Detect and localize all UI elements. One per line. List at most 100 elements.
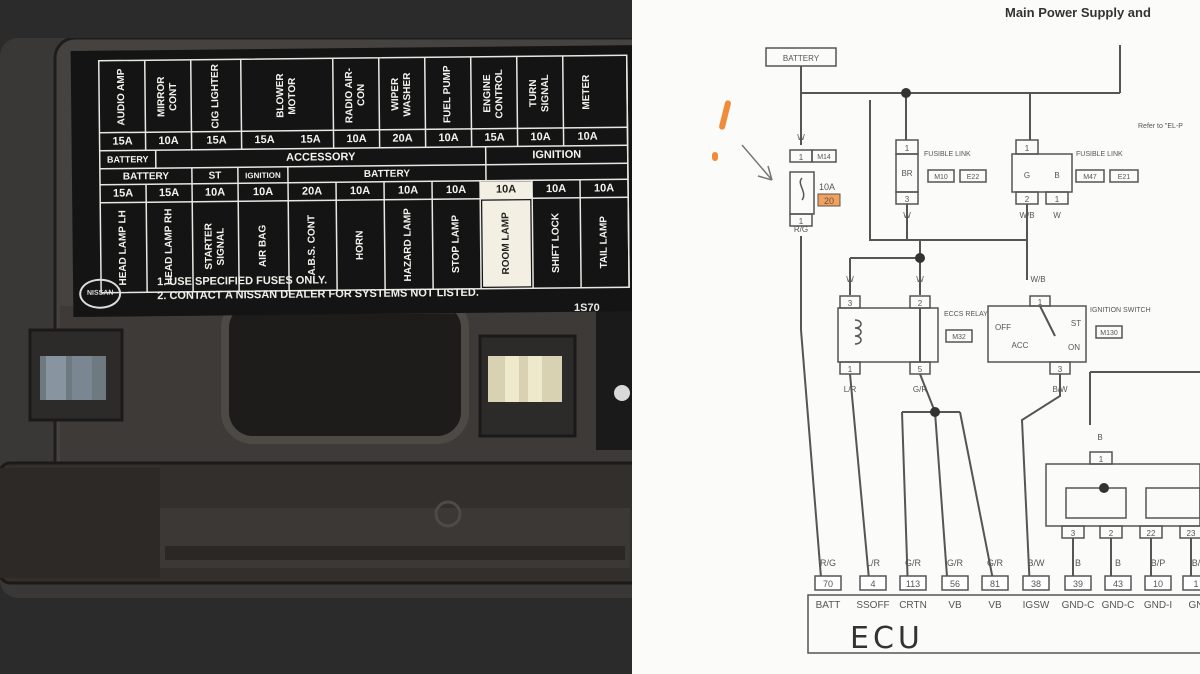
ecu-wire-color: G/R [905,558,922,568]
junction-dot [915,253,925,263]
ecu-terminal: BATT [816,600,841,611]
pin-number: 3 [1071,529,1076,538]
connector-label: M130 [1100,330,1118,337]
ecu-pin-number: 10 [1153,579,1163,589]
ecu-terminal: IGSW [1023,600,1050,611]
wire [901,411,909,591]
eccs-relay [837,307,939,363]
ecu-wire-color: B/ [1192,558,1200,568]
wire-color-label: W [903,211,911,220]
wire-color-label: W/B [1019,211,1034,220]
wire [934,411,949,591]
pin-number: 22 [1147,529,1156,538]
wire-color-label: W/B [1030,275,1045,284]
part-code: 1S70 [574,302,600,314]
ecu-wire-color: B/W [1028,558,1046,568]
ign-position: ON [1068,343,1080,352]
pin-number: 3 [1058,365,1063,374]
junction-dot [930,407,940,417]
ecu-terminal: CRTN [899,600,927,611]
fl2-pin: G [1024,171,1030,180]
fl2-conn-a [1075,169,1105,183]
connector-label: E21 [1118,174,1131,181]
ecu-pin-number: 43 [1113,579,1123,589]
battery-label: BATTERY [783,54,820,63]
ecu-terminal: SSOFF [856,600,889,611]
fuse-amp: 10A [819,182,835,192]
connector-label: E22 [967,174,980,181]
pin-number: 1 [905,144,910,153]
pin-number: 1 [1038,298,1043,307]
ecu-wire-color: B [1075,558,1081,568]
ecu-pin-number: 56 [950,579,960,589]
pin-number: 1 [1099,455,1104,464]
fl1-label: FUSIBLE LINK [924,151,971,158]
relay-conn [945,329,973,343]
wire-color-label: G/R [913,385,927,394]
ecu-pin-box [1064,575,1092,591]
handwritten-ecu: ECU [850,621,924,656]
pin-number: 3 [905,195,910,204]
gnd-pin [1179,525,1200,539]
pen-arrow [741,144,773,181]
pin-number: 1 [799,217,804,226]
ecu-terminal: VB [948,600,962,611]
fuse-symbol [799,177,805,201]
diagram-title: Main Power Supply and [1005,5,1151,20]
ecu-pin-number: 70 [823,579,833,589]
refer-note: Refer to "EL-P [1138,123,1183,130]
orange-pen-dot [712,152,718,161]
ecu-pin-box [1022,575,1050,591]
ign-position: ACC [1012,341,1029,350]
pin-number: 2 [918,299,923,308]
fl2-bot2 [1045,191,1069,205]
wire [800,66,1120,94]
junction-dot [1099,483,1109,493]
fuse-number: 20 [824,196,834,206]
ecu-box [807,594,1200,654]
ecu-pin-box [1144,575,1172,591]
gnd-pin [1099,525,1123,539]
ignition-label: IGNITION SWITCH [1090,307,1151,314]
wire [869,100,1027,241]
relay-pin [839,361,861,375]
gnd-pin [1139,525,1163,539]
relay-coil [854,319,862,345]
fuse-conn-2 [789,213,813,227]
ignition-switch [987,305,1087,363]
wire [800,329,823,591]
fl1-conn-a [927,169,955,183]
pin-number: 1 [799,153,804,162]
ign-position: OFF [995,323,1011,332]
ecu-terminal: GND-C [1102,600,1135,611]
pin-number: 1 [1055,195,1060,204]
ecu-pin-box [859,575,887,591]
ecu-pin-number: 113 [906,579,920,589]
relay-label: ECCS RELAY [944,311,988,318]
ecu-connector-row: R/G70BATTL/R4SSOFFG/R113CRTNG/R56VBG/R81… [807,558,1200,656]
wire [1039,305,1056,337]
fuse-number-box [817,193,841,207]
wire-color-label: L/R [844,385,857,394]
ecu-wire-color: B [1115,558,1121,568]
diagram-components [741,47,1200,539]
connector-label: M10 [934,174,948,181]
relay-pin [909,361,931,375]
battery-box [765,47,837,67]
diagram-wires [800,45,1200,591]
connector-label: M32 [952,334,966,341]
ecu-pin-number: 81 [990,579,1000,589]
wire-color-label: W [916,275,924,284]
fl1-bot [895,191,919,205]
fuse-label-grid [97,54,630,294]
ecu-terminal: GND-I [1144,600,1172,611]
wire [849,373,871,591]
conn-tag [811,149,837,163]
wire-color-label: W [1053,211,1061,220]
ecu-pin-number: 38 [1031,579,1041,589]
ecu-wire-color: R/G [820,558,836,568]
